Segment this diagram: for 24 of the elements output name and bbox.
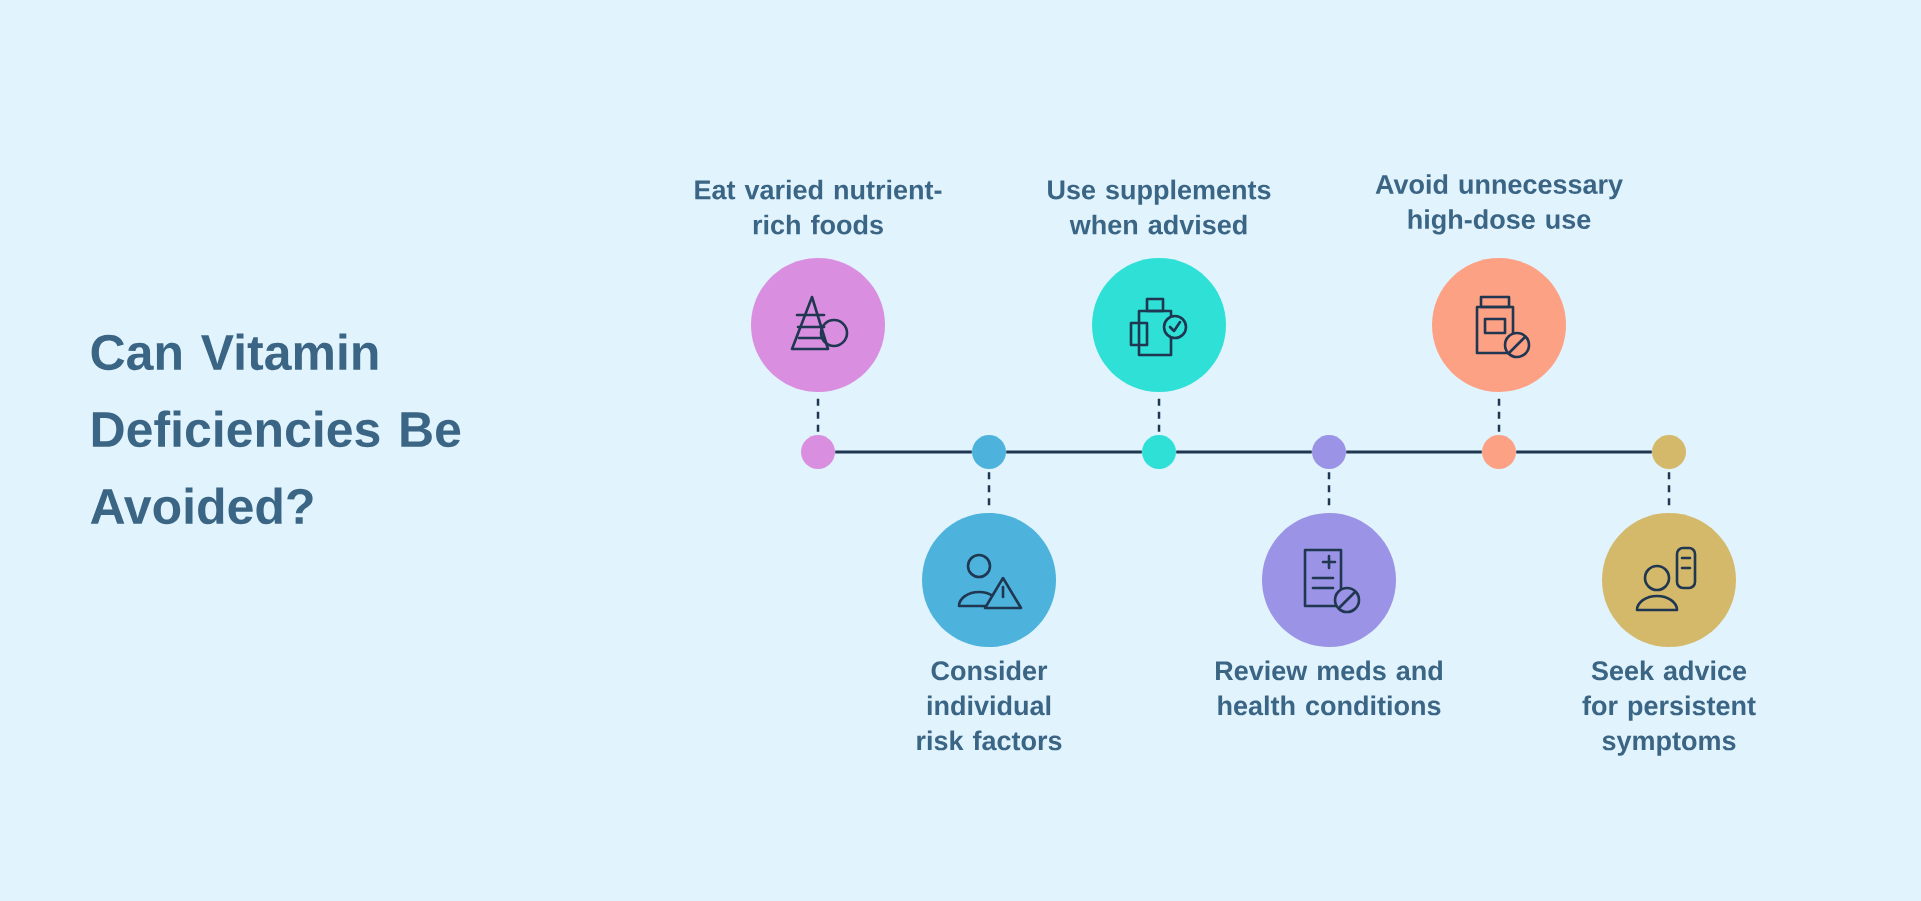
step-label: Consider individual risk factors — [917, 660, 1062, 751]
timeline-segment — [1176, 450, 1312, 454]
timeline-dot — [801, 435, 835, 469]
step-circle — [922, 513, 1056, 647]
step-label: Avoid unnecessary high-dose use — [1375, 174, 1623, 235]
step-label: Seek advice for persistent symptoms — [1582, 660, 1756, 756]
timeline-segment — [1516, 450, 1652, 454]
timeline-segment — [835, 450, 972, 454]
step-label: Use supplements when advised — [1048, 179, 1271, 235]
timeline-dot — [1142, 435, 1176, 469]
step-circle — [1602, 513, 1736, 647]
timeline-dot — [972, 435, 1006, 469]
step-label: Review meds and health conditions — [1216, 660, 1442, 716]
step-circle — [1262, 513, 1396, 647]
step-label: Eat varied nutrient-rich foods — [695, 179, 942, 235]
timeline-segment — [1346, 450, 1482, 454]
step-circle — [1092, 258, 1226, 392]
timeline-dot — [1652, 435, 1686, 469]
timeline-dot — [1312, 435, 1346, 469]
title: Can Vitamin Deficiencies Be Avoided? — [90, 333, 461, 525]
step-circle — [751, 258, 885, 392]
timeline-dot — [1482, 435, 1516, 469]
timeline-segment — [1006, 450, 1142, 454]
step-circle — [1432, 258, 1566, 392]
